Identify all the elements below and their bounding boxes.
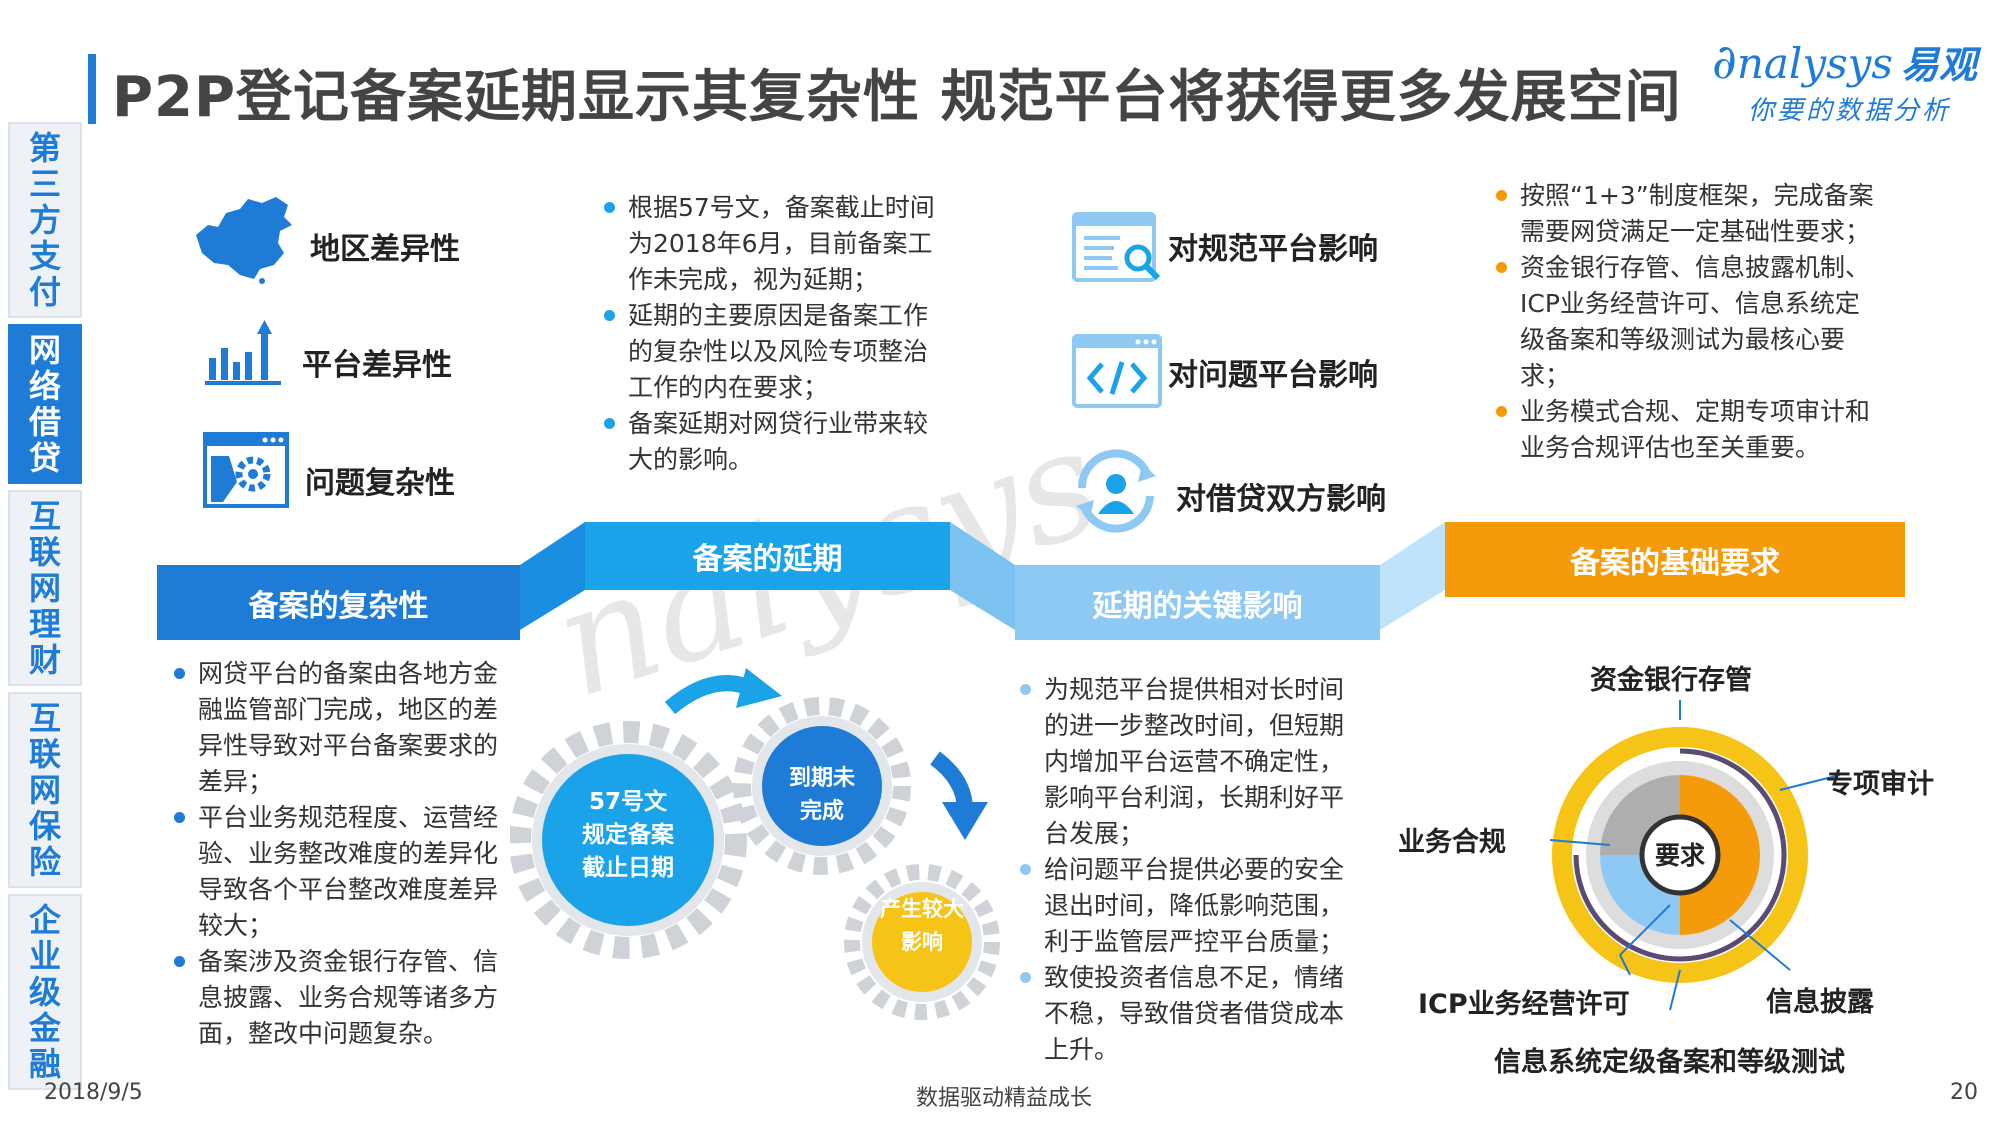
side-nav-item-lending[interactable]: 网络借贷 [8, 324, 82, 484]
complexity-bullet: 网贷平台的备案由各地方金融监管部门完成，地区的差异性导致对平台备案要求的差异； [172, 656, 512, 800]
side-nav-char: 贷 [28, 439, 61, 477]
gear-text-line: 规定备案 [582, 822, 674, 848]
arrow-head-icon [736, 668, 782, 708]
side-nav-char: 三 [28, 165, 61, 203]
side-navigation: 第三方支付 网络借贷 互联网理财 互联网保险 企业级金融 [8, 122, 82, 1096]
side-nav-item-enterprise[interactable]: 企业级金融 [8, 894, 82, 1090]
gear-text-line: 产生较大 [880, 897, 964, 921]
ribbon-delay: 备案的延期 [585, 522, 950, 590]
complexity-bullet: 备案涉及资金银行存管、信息披露、业务合规等诸多方面，整改中问题复杂。 [172, 944, 512, 1052]
gear-small [844, 864, 1000, 1020]
impact-compliant-label: 对规范平台影响 [1168, 232, 1378, 267]
ribbon-connectors [520, 522, 1445, 630]
logo-cn-text: 易观 [1900, 42, 1977, 87]
req-label-audit: 专项审计 [1826, 769, 1934, 800]
factor-platform-label: 平台差异性 [302, 348, 452, 383]
delay-bullet-list: 根据57号文，备案截止时间为2018年6月，目前备案工作未完成，视为延期； 延期… [602, 190, 942, 478]
delay-bullet: 延期的主要原因是备案工作的复杂性以及风险专项整治工作的内在要求； [602, 298, 942, 406]
arrow-down-head-icon [942, 802, 988, 840]
side-nav-char: 络 [28, 367, 61, 405]
side-nav-char: 借 [28, 403, 61, 441]
document-search-icon [1072, 212, 1161, 282]
side-nav-char: 联 [28, 735, 61, 773]
side-nav-char: 金 [28, 1009, 61, 1047]
ribbon-impact: 延期的关键影响 [1015, 565, 1380, 640]
complexity-bullet-list: 网贷平台的备案由各地方金融监管部门完成，地区的差异性导致对平台备案要求的差异； … [172, 656, 512, 1052]
gear-big [510, 721, 747, 959]
requirements-ring-diagram [1552, 727, 1808, 983]
impact-bullet: 给问题平台提供必要的安全退出时间，降低影响范围，利于监管层严控平台质量； [1018, 852, 1368, 960]
bar-chart-icon [205, 320, 281, 385]
gear-mid-text: 到期未完成 [762, 762, 882, 828]
title-accent-bar [88, 54, 96, 124]
logo-swoosh-icon: ∂ [1712, 34, 1737, 90]
req-label-compliance: 业务合规 [1398, 827, 1506, 858]
side-nav-char: 网 [28, 771, 61, 809]
logo-tagline: 你要的数据分析 [1748, 96, 1952, 126]
side-nav-char: 联 [28, 533, 61, 571]
side-nav-char: 支 [28, 237, 61, 275]
side-nav-item-payment[interactable]: 第三方支付 [8, 122, 82, 318]
gear-text-line: 影响 [901, 930, 943, 954]
requirement-bullet: 业务模式合规、定期专项审计和业务合规评估也至关重要。 [1494, 394, 1884, 466]
gear-mid [733, 697, 911, 875]
delay-bullet: 备案延期对网贷行业带来较大的影响。 [602, 406, 942, 478]
footer-page-number: 20 [1950, 1080, 1978, 1105]
complexity-bullet: 平台业务规范程度、运营经验、业务整改难度的差异化导致各个平台整改难度差异较大； [172, 800, 512, 944]
requirement-bullet: 资金银行存管、信息披露机制、ICP业务经营许可、信息系统定级备案和等级测试为最核… [1494, 250, 1884, 394]
side-nav-char: 企 [28, 901, 61, 939]
gear-text-line: 截止日期 [582, 855, 674, 881]
side-nav-char: 第 [28, 129, 61, 167]
gear-small-text: 产生较大影响 [862, 893, 982, 959]
impact-problem-label: 对问题平台影响 [1168, 358, 1378, 393]
china-map-icon [196, 197, 292, 284]
logo-en-text: nalysys [1736, 39, 1893, 88]
gear-window-icon [203, 432, 289, 508]
side-nav-char: 网 [28, 331, 61, 369]
requirements-center-label: 要求 [1654, 841, 1705, 870]
impact-bullet: 为规范平台提供相对长时间的进一步整改时间，但短期内增加平台运营不确定性，影响平台… [1018, 672, 1368, 852]
side-nav-char: 保 [28, 807, 61, 845]
code-window-icon [1072, 334, 1162, 408]
side-nav-char: 理 [28, 605, 61, 643]
gear-text-line: 完成 [799, 799, 844, 824]
impact-bullet: 致使投资者信息不足，情绪不稳，导致借贷者借贷成本上升。 [1018, 960, 1368, 1068]
footer-slogan: 数据驱动精益成长 [916, 1086, 1093, 1111]
footer-date: 2018/9/5 [44, 1080, 143, 1105]
side-nav-char: 级 [28, 973, 61, 1011]
side-nav-item-insurance[interactable]: 互联网保险 [8, 692, 82, 888]
ribbon-complexity: 备案的复杂性 [157, 565, 520, 640]
side-nav-char: 网 [28, 569, 61, 607]
ribbon-requirements: 备案的基础要求 [1445, 522, 1905, 597]
gear-text-line: 57号文 [588, 789, 667, 815]
page-title: P2P登记备案延期显示其复杂性 规范平台将获得更多发展空间 [112, 65, 1682, 130]
req-label-disclosure: 信息披露 [1766, 987, 1874, 1018]
side-nav-char: 融 [28, 1045, 61, 1083]
delay-bullet: 根据57号文，备案截止时间为2018年6月，目前备案工作未完成，视为延期； [602, 190, 942, 298]
side-nav-char: 互 [28, 699, 61, 737]
side-nav-item-wealth[interactable]: 互联网理财 [8, 490, 82, 686]
requirement-bullet-list: 按照“1+3”制度框架，完成备案需要网贷满足一定基础性要求； 资金银行存管、信息… [1494, 178, 1884, 466]
req-label-bank-custody: 资金银行存管 [1590, 665, 1752, 696]
side-nav-char: 险 [28, 843, 61, 881]
factor-regional-label: 地区差异性 [310, 232, 460, 267]
gear-process-diagram [510, 668, 1000, 1020]
side-nav-char: 业 [28, 937, 61, 975]
side-nav-char: 互 [28, 497, 61, 535]
requirements-leader-lines [1549, 700, 1841, 1011]
gear-big-text: 57号文规定备案截止日期 [538, 786, 718, 885]
impact-both-parties-label: 对借贷双方影响 [1176, 482, 1386, 517]
req-label-icp: ICP业务经营许可 [1418, 989, 1630, 1020]
requirement-bullet: 按照“1+3”制度框架，完成备案需要网贷满足一定基础性要求； [1494, 178, 1884, 250]
factor-problem-label: 问题复杂性 [305, 466, 455, 501]
gear-text-line: 到期未 [788, 766, 855, 791]
side-nav-char: 方 [28, 201, 61, 239]
side-nav-char: 财 [28, 641, 61, 679]
req-label-system-filing: 信息系统定级备案和等级测试 [1494, 1047, 1845, 1078]
impact-bullet-list: 为规范平台提供相对长时间的进一步整改时间，但短期内增加平台运营不确定性，影响平台… [1018, 672, 1368, 1068]
user-cycle-icon [1076, 449, 1156, 533]
side-nav-char: 付 [28, 273, 61, 311]
